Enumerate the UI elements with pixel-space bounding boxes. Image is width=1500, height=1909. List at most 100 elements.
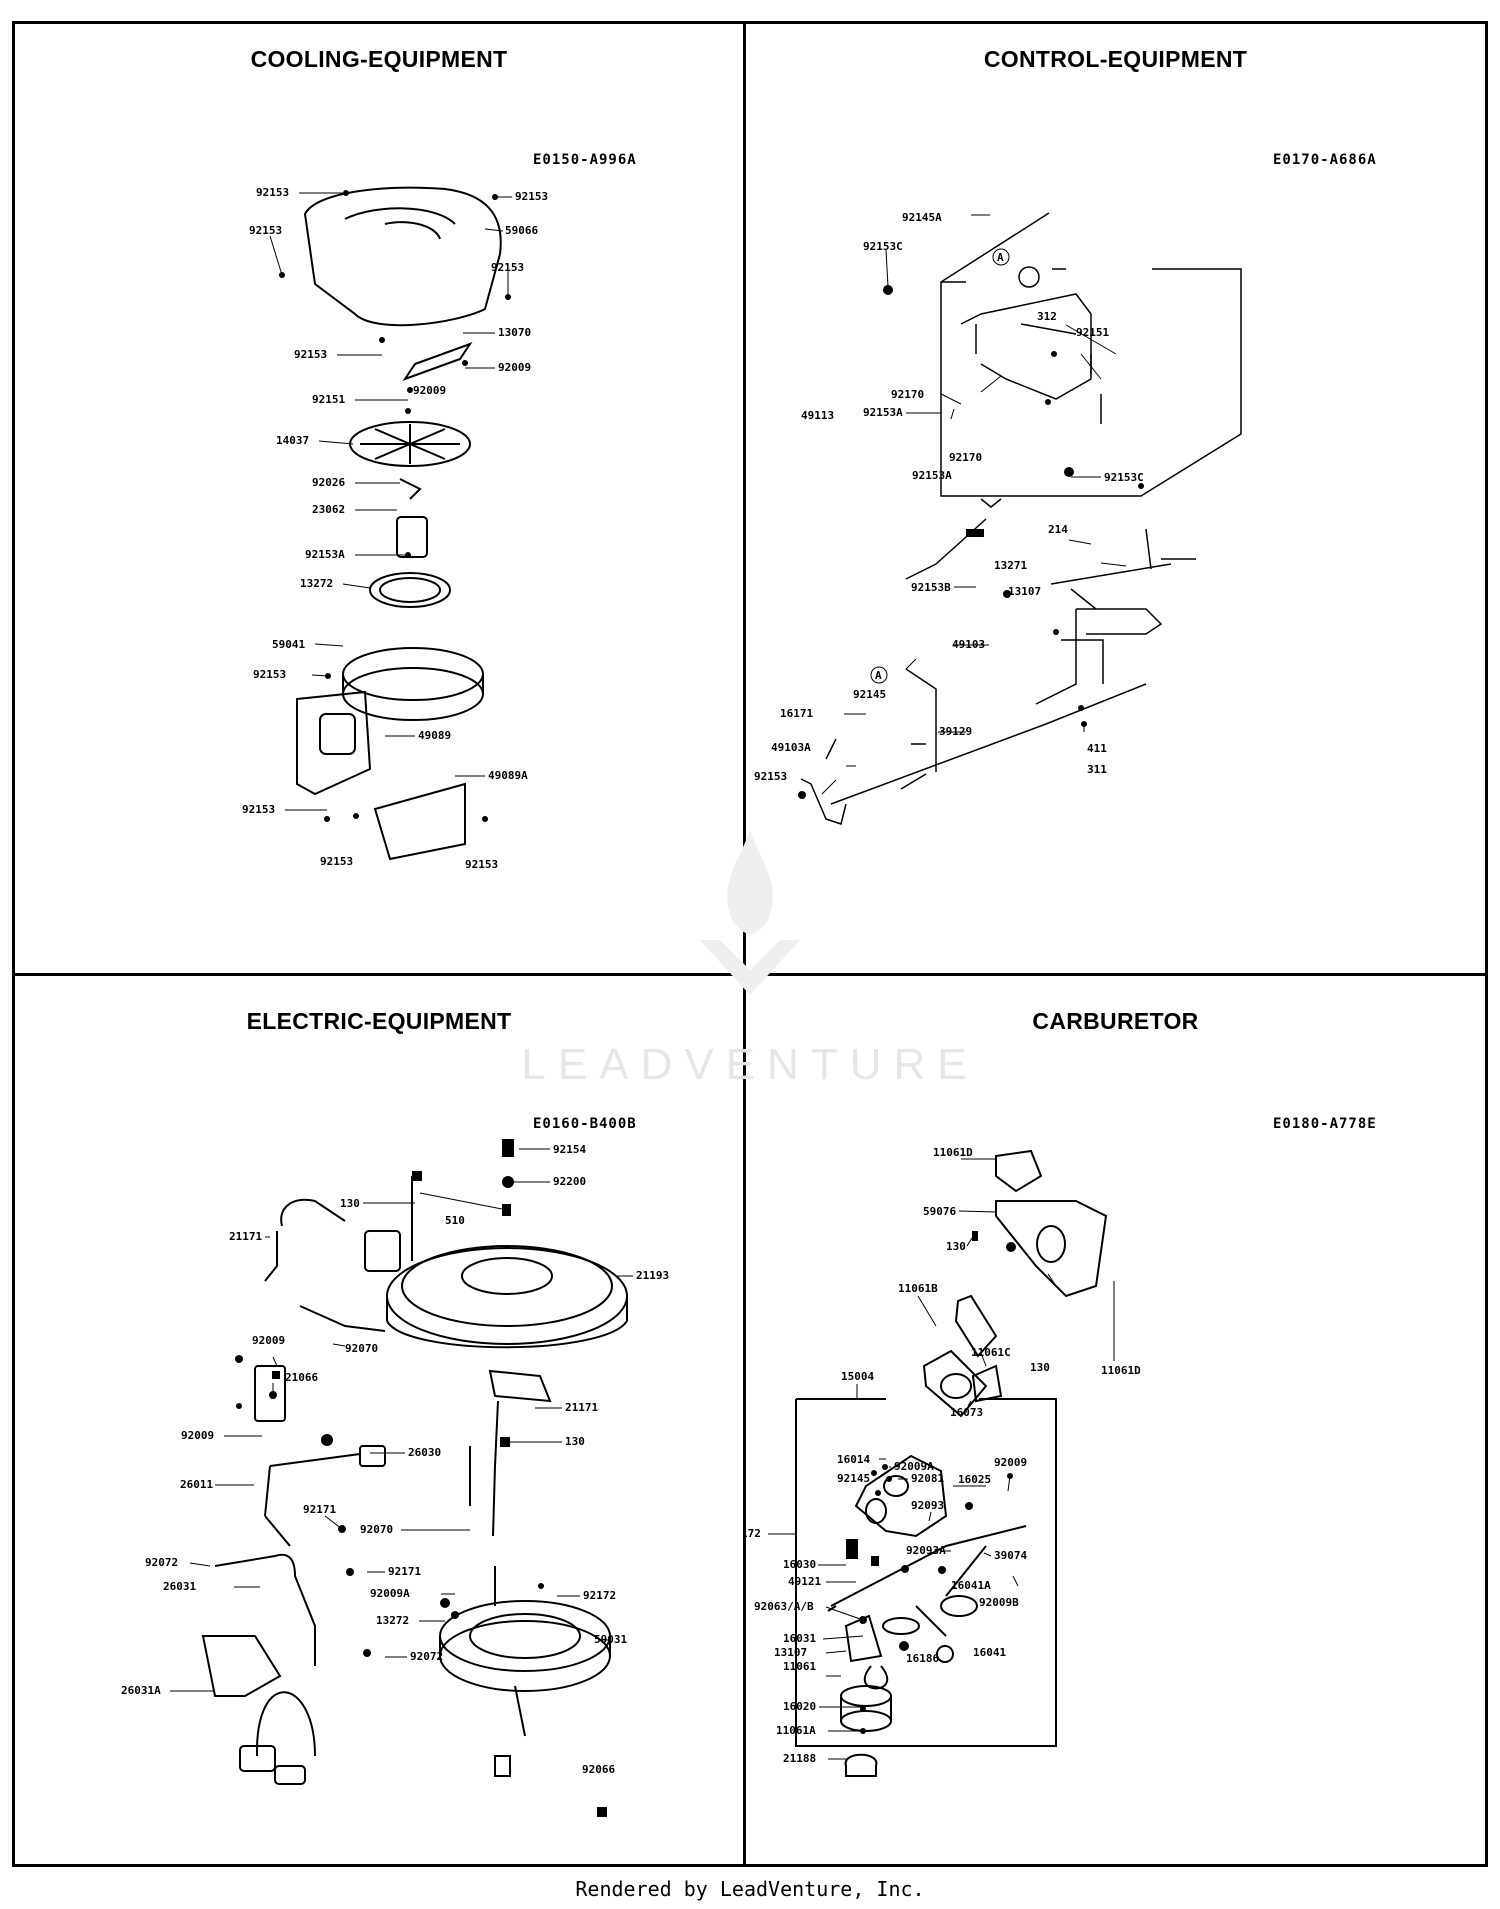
part-label: 92153	[754, 770, 787, 783]
part-label: 92153	[242, 803, 275, 816]
part-label: 15004	[841, 1370, 874, 1383]
part-label: 92009	[181, 1429, 214, 1442]
part-label: 92093A	[906, 1544, 946, 1557]
part-label: 172	[746, 1527, 761, 1540]
part-label: 92081	[911, 1472, 944, 1485]
part-label: 49089A	[488, 769, 528, 782]
vertical-divider	[743, 21, 746, 1867]
part-label: 510	[445, 1214, 465, 1227]
part-label: 14037	[276, 434, 309, 447]
diagram-code: E0180-A778E	[1273, 1116, 1377, 1132]
part-label: 92093	[911, 1499, 944, 1512]
part-label: 92153	[515, 190, 548, 203]
part-label: 11061A	[776, 1724, 816, 1737]
part-label: 11061B	[898, 1282, 938, 1295]
part-label: 11061	[783, 1660, 816, 1673]
part-label: 21171	[565, 1401, 598, 1414]
part-label: 411	[1087, 742, 1107, 755]
part-label: 92066	[582, 1763, 615, 1776]
panel-title: COOLING-EQUIPMENT	[250, 46, 508, 72]
part-label: 39074	[994, 1549, 1027, 1562]
part-label: 26011	[180, 1478, 213, 1491]
part-label: 16031	[783, 1632, 816, 1645]
part-label: 92172	[583, 1589, 616, 1602]
part-label: 92153	[320, 855, 353, 868]
part-label: 92070	[345, 1342, 378, 1355]
part-label: 49089	[418, 729, 451, 742]
part-label: 92026	[312, 476, 345, 489]
part-label: 16030	[783, 1558, 816, 1571]
part-label: 311	[1087, 763, 1107, 776]
part-label: 92153A	[305, 548, 345, 561]
control-parts-drawing: 92145A 92153C A 312 92151 92170 92153A 4…	[754, 211, 1242, 825]
part-label: 21188	[783, 1752, 816, 1765]
part-label: 214	[1048, 523, 1068, 536]
part-label: 13107	[1008, 585, 1041, 598]
part-label: 92170	[949, 451, 982, 464]
part-label: 21193	[636, 1269, 669, 1282]
part-label: 92145A	[902, 211, 942, 224]
part-label: 92153	[253, 668, 286, 681]
diagram-code: E0170-A686A	[1273, 152, 1377, 168]
part-label: 92072	[145, 1556, 178, 1569]
part-label: 21171	[229, 1230, 262, 1243]
part-label: 92009A	[894, 1460, 934, 1473]
part-label: 92009A	[370, 1587, 410, 1600]
part-label: 92153A	[863, 406, 903, 419]
part-label: 16041	[973, 1646, 1006, 1659]
part-label: 92151	[312, 393, 345, 406]
panel-control-equipment: CONTROL-EQUIPMENT E0170-A686A	[746, 24, 1485, 973]
part-label: 92063/A/B	[754, 1600, 814, 1613]
part-label: 13272	[376, 1614, 409, 1627]
part-label: 16014	[837, 1453, 870, 1466]
part-label: 16020	[783, 1700, 816, 1713]
part-label: 92153B	[911, 581, 951, 594]
panel-title: ELECTRIC-EQUIPMENT	[246, 1008, 512, 1034]
part-label: 13107	[774, 1646, 807, 1659]
part-label: 92153	[491, 261, 524, 274]
part-label: 11061C	[971, 1346, 1011, 1359]
part-label: 21066	[285, 1371, 318, 1384]
part-label: 16073	[950, 1406, 983, 1419]
part-label: 16041A	[951, 1579, 991, 1592]
part-label: 92009	[498, 361, 531, 374]
footer-credit: Rendered by LeadVenture, Inc.	[575, 1877, 925, 1901]
diagram-code: E0150-A996A	[533, 152, 637, 168]
part-label: 92153C	[863, 240, 903, 253]
part-label: 130	[946, 1240, 966, 1253]
part-label: 39129	[939, 725, 972, 738]
electric-parts-drawing: 92154 92200 130 510 21171 21193 92009 92…	[121, 1139, 669, 1817]
part-label: 49113	[801, 409, 834, 422]
part-label: 92153A	[912, 469, 952, 482]
part-label: 23062	[312, 503, 345, 516]
part-label: 92153	[256, 186, 289, 199]
panel-carburetor: CARBURETOR E0180-A778E	[746, 976, 1485, 1864]
part-label: 59066	[505, 224, 538, 237]
part-label: 59031	[594, 1633, 627, 1646]
part-label: 130	[565, 1435, 585, 1448]
part-label: 11061D	[933, 1146, 973, 1159]
part-label: 92009B	[979, 1596, 1019, 1609]
panel-electric-equipment: ELECTRIC-EQUIPMENT E0160-B400B	[15, 976, 743, 1864]
part-label: 92072	[410, 1650, 443, 1663]
part-label: 92151	[1076, 326, 1109, 339]
diagram-frame	[12, 21, 1488, 1867]
part-label: 92145	[837, 1472, 870, 1485]
part-label: 92154	[553, 1143, 586, 1156]
part-label: 13070	[498, 326, 531, 339]
diagram-code: E0160-B400B	[533, 1116, 637, 1132]
part-label: 92070	[360, 1523, 393, 1536]
part-label: 16025	[958, 1473, 991, 1486]
part-label: 92009	[252, 1334, 285, 1347]
part-label: 49103	[952, 638, 985, 651]
part-label: 11061D	[1101, 1364, 1141, 1377]
part-label: 92171	[303, 1503, 336, 1516]
part-label: 130	[1030, 1361, 1050, 1374]
part-label: 92153	[465, 858, 498, 871]
circle-marker-a: A	[997, 251, 1004, 264]
part-label: 16186	[906, 1652, 939, 1665]
panel-cooling-equipment: COOLING-EQUIPMENT E0150-A996A	[15, 24, 743, 973]
part-label: 92009	[413, 384, 446, 397]
panel-title: CONTROL-EQUIPMENT	[983, 46, 1248, 72]
part-label: 49121	[788, 1575, 821, 1588]
